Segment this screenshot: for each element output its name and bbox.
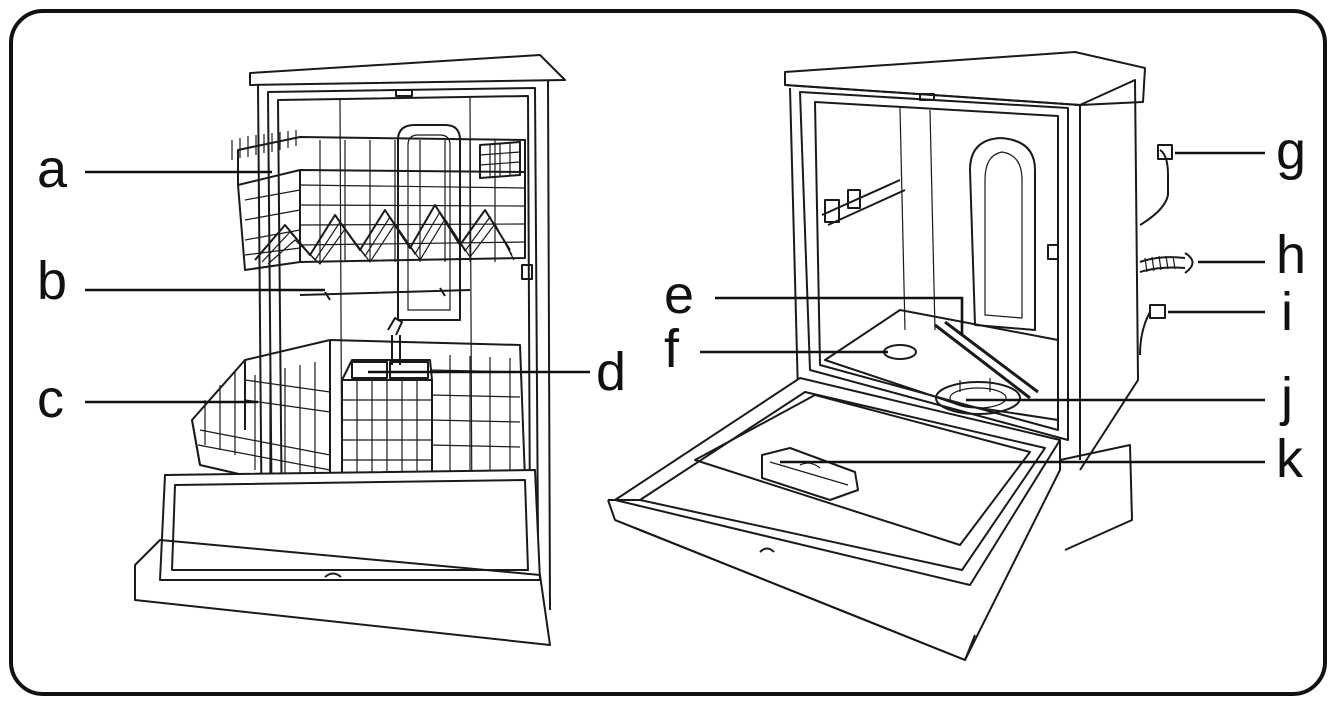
right-door-handle (759, 547, 775, 553)
left-door-handle (324, 572, 342, 578)
callout-label-c: c (37, 369, 64, 429)
callout-label-j: j (1281, 367, 1293, 427)
right-tub-floor (824, 309, 1059, 421)
right-dishwasher (607, 51, 1194, 661)
callout-label-h: h (1276, 225, 1307, 285)
salt-container-cap (883, 344, 917, 360)
right-plinth (1059, 444, 1133, 551)
callout-label-i: i (1281, 282, 1293, 342)
callout-label-e: e (664, 265, 695, 325)
left-rack-clip (521, 264, 533, 280)
upper-rack (231, 130, 526, 271)
callout-label-b: b (37, 251, 68, 311)
right-rack-rail (821, 179, 906, 226)
left-worktop (249, 54, 566, 86)
right-air-duct (969, 137, 1036, 331)
right-tub-inner (814, 101, 1059, 431)
inlet-valve (1157, 144, 1173, 160)
left-air-duct-inner (407, 134, 451, 311)
right-door-panel (614, 519, 976, 661)
callout-label-a: a (37, 139, 68, 199)
upper-spray-arm (299, 287, 471, 301)
left-dishwasher (134, 54, 566, 646)
filter (935, 381, 1021, 415)
callout-label-k: k (1276, 429, 1303, 489)
leader-line-e (715, 296, 964, 335)
left-top-notch (395, 89, 413, 97)
callout-label-g: g (1276, 121, 1307, 181)
lower-spray-arm (934, 320, 1039, 400)
right-tub-outer (799, 91, 1069, 441)
callout-label-d: d (596, 342, 627, 402)
left-door-inner (159, 469, 541, 581)
callout-lines (85, 151, 1265, 464)
inlet-hose (1139, 149, 1169, 226)
callout-label-f: f (664, 319, 680, 379)
right-cabinet-side (1079, 79, 1139, 471)
power-cable (1139, 304, 1166, 356)
lower-spray-arm-post (387, 317, 403, 365)
right-top-notch (919, 93, 935, 101)
diagram-frame (9, 9, 1327, 696)
